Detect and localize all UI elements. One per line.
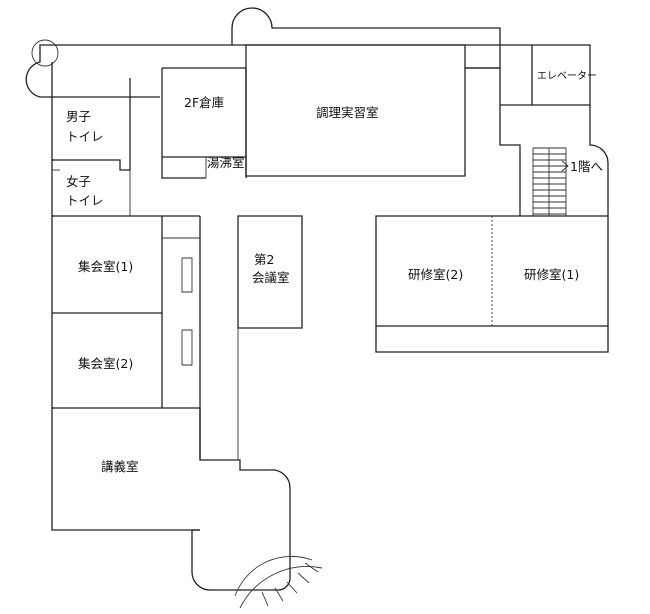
mens-toilet-label-line1: 男子: [66, 109, 91, 124]
lecture-room-label: 講義室: [101, 459, 139, 474]
meeting-room-2-label: 集会室(2): [78, 356, 133, 371]
stairs-label: 1階へ: [570, 159, 603, 174]
cooking-room-label: 調理実習室: [316, 105, 379, 120]
womens-toilet-label-line2: トイレ: [66, 193, 104, 208]
training-room-2-label: 研修室(2): [408, 267, 463, 282]
conference-room-2-label-line1: 第2: [254, 252, 274, 267]
kettle-room-label: 湯沸室: [207, 155, 245, 170]
lecture-room-block: [191, 408, 323, 609]
storage-label: 2F倉庫: [184, 95, 224, 110]
cooking-room-block: [245, 44, 501, 177]
elevator-label: エレベーター: [537, 70, 597, 82]
meeting-rooms-block: [52, 216, 201, 460]
training-room-1-label: 研修室(1): [524, 267, 579, 282]
meeting-room-1-label: 集会室(1): [78, 259, 133, 274]
toilet-block: [52, 78, 200, 217]
conference-room-block: [237, 215, 303, 460]
elevator-stairs-block: [499, 44, 609, 216]
conference-room-2-label-line2: 会議室: [252, 270, 290, 285]
mens-toilet-label-line2: トイレ: [66, 129, 104, 144]
womens-toilet-label-line1: 女子: [66, 174, 91, 189]
training-rooms-block: [375, 215, 609, 353]
